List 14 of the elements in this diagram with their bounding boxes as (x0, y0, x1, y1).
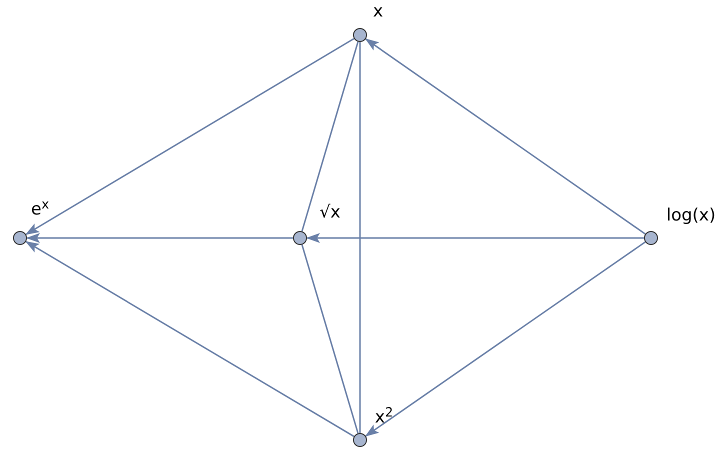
arrow (26, 233, 293, 243)
vertex-label: x$^{2}$ (374, 410, 394, 426)
arrow (25, 240, 354, 438)
connector-line (301, 244, 359, 434)
connector-line (301, 42, 359, 232)
vertex-label: √x (320, 204, 340, 222)
arrow (25, 38, 354, 236)
arrow (364, 38, 646, 235)
connector-line (359, 42, 361, 433)
vertex-label: log(x) (666, 208, 716, 224)
vertex-label: x (372, 4, 384, 20)
vertex-label: e$^{x}$ (31, 202, 49, 218)
arrow (364, 241, 646, 437)
arrow (306, 233, 644, 243)
